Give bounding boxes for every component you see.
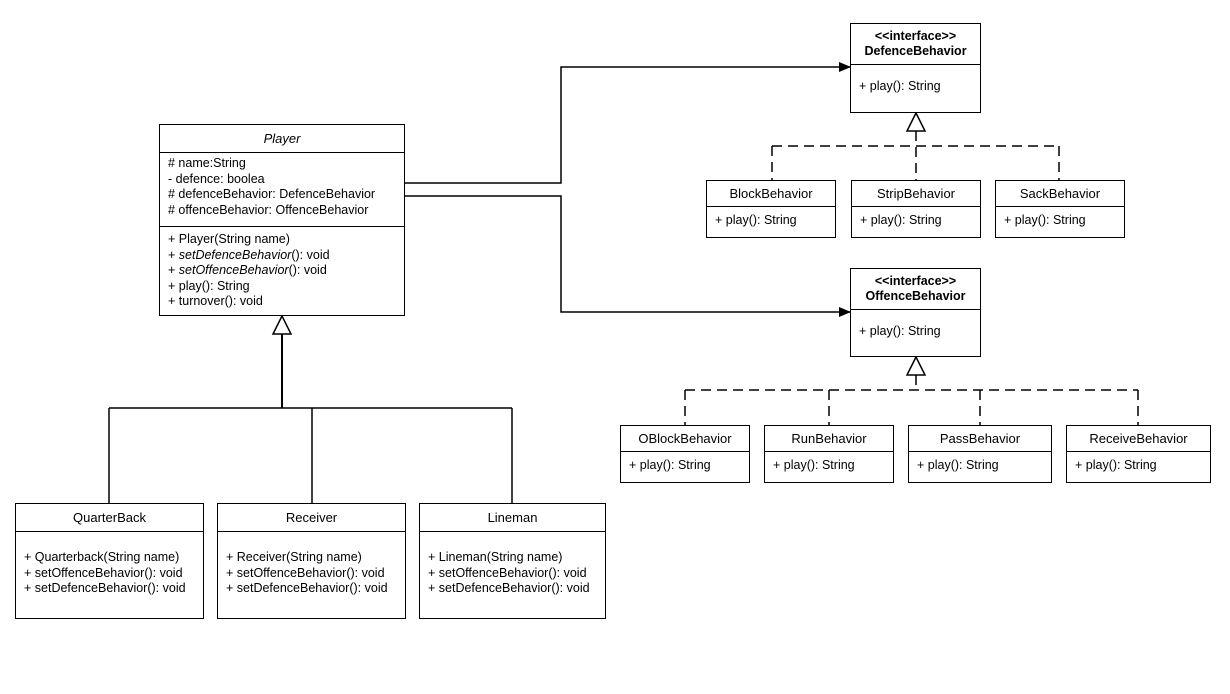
realization-offence <box>684 355 1139 425</box>
class-name: Receiver <box>218 504 405 532</box>
interface-header: <<interface>> DefenceBehavior <box>851 24 980 65</box>
operation: + turnover(): void <box>168 294 263 308</box>
operation: + play(): String <box>773 458 855 472</box>
operation: + play(): String <box>715 213 797 227</box>
operation: + play(): String <box>168 278 250 293</box>
operations-section: + Lineman(String name) + setOffenceBehav… <box>420 532 605 597</box>
association-defence <box>405 62 851 184</box>
operations-section: + Quarterback(String name) + setOffenceB… <box>16 532 203 597</box>
operation: + play(): String <box>859 79 941 93</box>
attribute: # name:String <box>168 156 246 170</box>
class-player[interactable]: Player # name:String - defence: boolea #… <box>159 124 405 316</box>
class-name: OffenceBehavior <box>865 289 966 303</box>
class-name: BlockBehavior <box>707 181 835 207</box>
operation: + setOffenceBehavior(): void <box>168 263 327 277</box>
class-run-behavior[interactable]: RunBehavior + play(): String <box>764 425 894 483</box>
operations-section: + Player(String name) + setDefenceBehavi… <box>160 227 404 310</box>
realization-triangle <box>905 355 927 376</box>
association-offence <box>405 195 851 317</box>
operations-section: + play(): String <box>1067 452 1210 474</box>
realization-triangle <box>905 111 927 132</box>
operation: + setOffenceBehavior(): void <box>24 565 183 580</box>
operation: + play(): String <box>917 458 999 472</box>
class-quarterback[interactable]: QuarterBack + Quarterback(String name) +… <box>15 503 204 619</box>
realization-defence <box>771 111 1060 180</box>
class-receive-behavior[interactable]: ReceiveBehavior + play(): String <box>1066 425 1211 483</box>
operation: + setDefenceBehavior(): void <box>428 581 590 595</box>
stereotype: <<interface>> <box>874 274 957 288</box>
class-name: OBlockBehavior <box>621 426 749 452</box>
attribute: # offenceBehavior: OffenceBehavior <box>168 202 369 217</box>
class-block-behavior[interactable]: BlockBehavior + play(): String <box>706 180 836 238</box>
class-strip-behavior[interactable]: StripBehavior + play(): String <box>851 180 981 238</box>
interface-header: <<interface>> OffenceBehavior <box>851 269 980 310</box>
operation: + Receiver(String name) <box>226 550 362 564</box>
class-pass-behavior[interactable]: PassBehavior + play(): String <box>908 425 1052 483</box>
class-lineman[interactable]: Lineman + Lineman(String name) + setOffe… <box>419 503 606 619</box>
operation: + setDefenceBehavior(): void <box>226 581 388 595</box>
class-name: StripBehavior <box>852 181 980 207</box>
stereotype: <<interface>> <box>874 29 957 43</box>
operations-section: + play(): String <box>996 207 1124 229</box>
operation: + play(): String <box>859 324 941 338</box>
class-name: ReceiveBehavior <box>1067 426 1210 452</box>
interface-offence-behavior[interactable]: <<interface>> OffenceBehavior + play(): … <box>850 268 981 357</box>
operation: + Lineman(String name) <box>428 550 563 564</box>
class-oblock-behavior[interactable]: OBlockBehavior + play(): String <box>620 425 750 483</box>
class-name: QuarterBack <box>16 504 203 532</box>
operation: + play(): String <box>860 213 942 227</box>
operation: + Player(String name) <box>168 232 290 246</box>
operation: + Quarterback(String name) <box>24 550 180 564</box>
attribute: - defence: boolea <box>168 171 265 186</box>
operation: + setOffenceBehavior(): void <box>226 565 385 580</box>
operation: + play(): String <box>1075 458 1157 472</box>
generalization-player <box>108 314 513 503</box>
inheritance-triangle <box>271 314 293 335</box>
interface-defence-behavior[interactable]: <<interface>> DefenceBehavior + play(): … <box>850 23 981 113</box>
operations-section: + play(): String <box>851 65 980 95</box>
operations-section: + play(): String <box>707 207 835 229</box>
operations-section: + play(): String <box>621 452 749 474</box>
operations-section: + play(): String <box>765 452 893 474</box>
operation: + play(): String <box>1004 213 1086 227</box>
attribute: # defenceBehavior: DefenceBehavior <box>168 187 376 201</box>
operations-section: + play(): String <box>909 452 1051 474</box>
class-name: SackBehavior <box>996 181 1124 207</box>
operation: + setDefenceBehavior(): void <box>24 581 186 595</box>
operation: + setDefenceBehavior(): void <box>168 247 330 262</box>
attributes-section: # name:String - defence: boolea # defenc… <box>160 153 404 227</box>
operations-section: + play(): String <box>852 207 980 229</box>
class-name: PassBehavior <box>909 426 1051 452</box>
class-name: DefenceBehavior <box>864 44 967 58</box>
class-name: RunBehavior <box>765 426 893 452</box>
class-sack-behavior[interactable]: SackBehavior + play(): String <box>995 180 1125 238</box>
operation: + setOffenceBehavior(): void <box>428 565 587 580</box>
class-receiver[interactable]: Receiver + Receiver(String name) + setOf… <box>217 503 406 619</box>
operations-section: + Receiver(String name) + setOffenceBeha… <box>218 532 405 597</box>
operations-section: + play(): String <box>851 310 980 340</box>
class-name: Lineman <box>420 504 605 532</box>
operation: + play(): String <box>629 458 711 472</box>
class-name: Player <box>160 125 404 153</box>
